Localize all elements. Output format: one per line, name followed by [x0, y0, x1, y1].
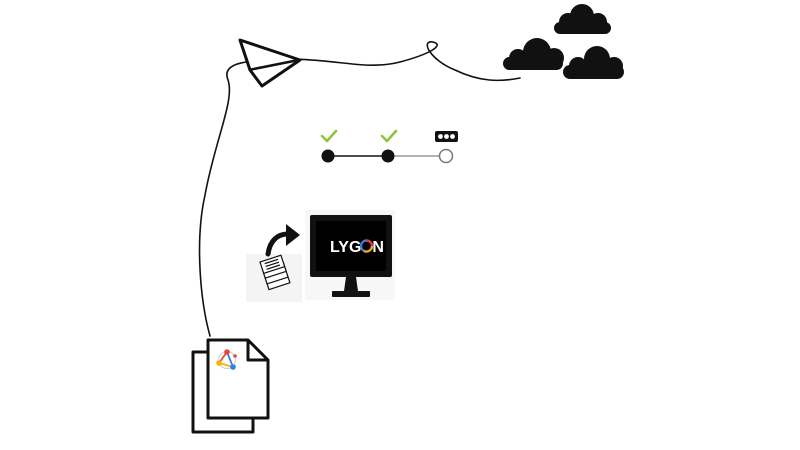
cloud-top: [554, 4, 611, 34]
monitor-logo-text: LYG N: [330, 239, 384, 256]
cloud-icon: [503, 4, 624, 79]
curved-arrow-icon: [265, 224, 300, 257]
document-logo-icon: [216, 349, 237, 370]
paper-plane-icon: [238, 38, 302, 88]
progress-step-3: [438, 148, 454, 164]
pending-dots-icon: [435, 131, 458, 142]
progress-step-1: [321, 149, 335, 163]
check-icon: [380, 129, 398, 143]
cloud-right: [563, 46, 624, 79]
progress-step-2: [381, 149, 395, 163]
cloud-left: [503, 38, 564, 70]
check-icon: [320, 129, 338, 143]
document-stack-icon: [246, 254, 302, 302]
logo-ring-icon: [359, 239, 374, 253]
progress-tracker: [320, 129, 458, 164]
monitor-logo-part1: LYG: [330, 239, 361, 256]
document-icon: [191, 338, 270, 434]
document-front: [206, 338, 270, 420]
monitor-icon: LYG N: [305, 210, 395, 300]
monitor-logo-part2: N: [372, 239, 384, 256]
